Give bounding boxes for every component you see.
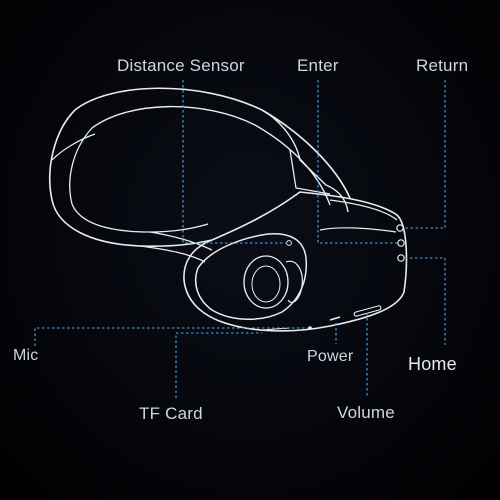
mic-hole [308,326,312,330]
rear-strap [49,109,213,247]
volume-label: Volume [337,403,395,422]
mic-label: Mic [13,347,39,364]
rear-strap-inner [69,127,209,233]
tf-card-slot [261,327,291,331]
leader-mic [34,327,308,346]
top-strap [261,109,349,213]
left-lens-inner [251,265,281,303]
leader-distance-sensor [182,80,287,244]
volume-rocker [353,305,382,317]
power-label: Power [307,348,354,365]
leader-tf-card [175,332,262,398]
leader-home [405,257,446,345]
top-strap-lip [289,149,331,195]
enter-label: Enter [297,56,339,75]
home-button [397,254,405,262]
visor-front [319,199,398,233]
side-strap [139,231,213,263]
return-label: Return [416,56,469,75]
leader-return [404,80,446,229]
home-label: Home [408,354,457,374]
visor-body [183,191,408,332]
power-button [329,316,341,321]
enter-button [397,239,405,247]
distance-sensor-dot [286,240,292,246]
head-strap-inner [91,105,331,206]
head-strap-outer [74,87,351,199]
distance-sensor-label: Distance Sensor [117,56,245,75]
leader-enter [317,80,397,244]
tf-card-label: TF Card [139,404,203,423]
rear-strap-edge [51,133,96,161]
return-button [396,224,404,232]
leader-lines [34,80,446,398]
left-lens [243,255,289,309]
face-cushion [194,232,308,320]
right-lens [285,260,303,303]
